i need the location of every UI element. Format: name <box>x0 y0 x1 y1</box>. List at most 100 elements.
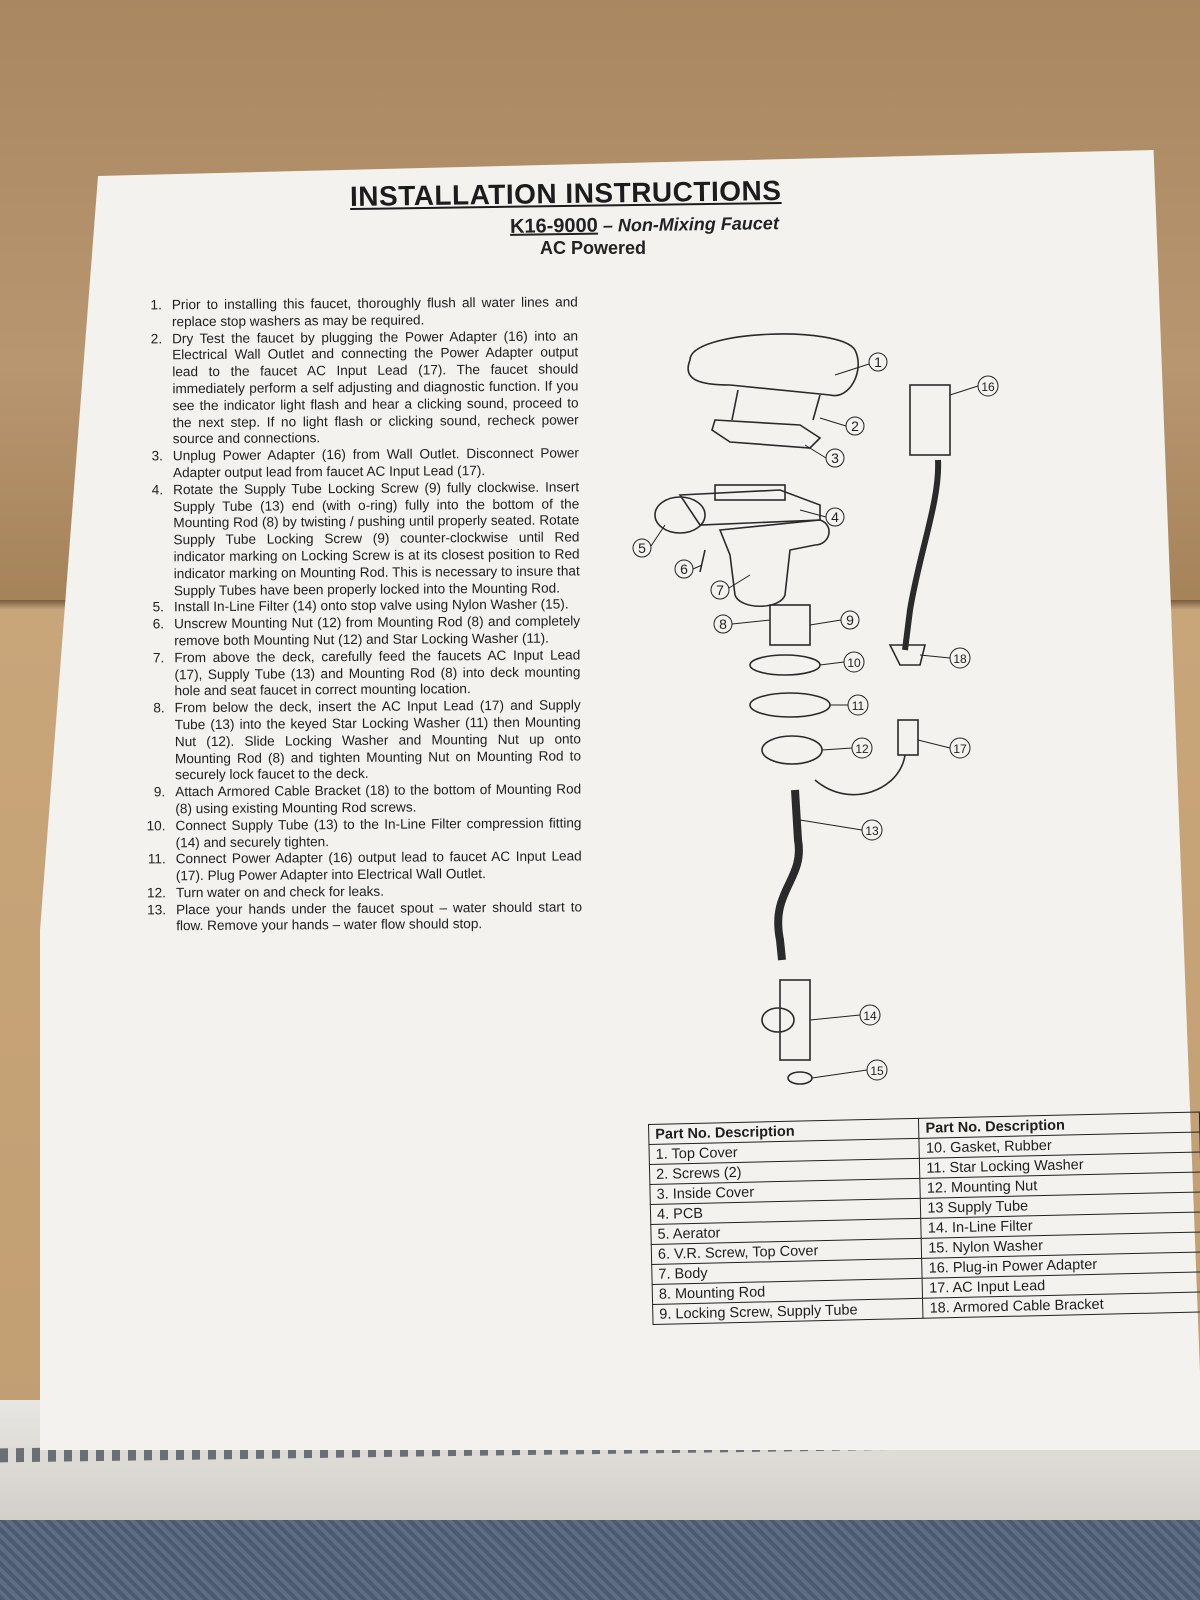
pcb-part <box>678 489 821 526</box>
model-number: K16-9000 <box>509 214 598 238</box>
step-text: Rotate the Supply Tube Locking Screw (9)… <box>173 479 580 598</box>
callout-14: 14 <box>859 1004 881 1026</box>
svg-text:18: 18 <box>953 652 967 666</box>
svg-text:16: 16 <box>981 380 995 394</box>
callout-2: 2 <box>845 416 865 436</box>
step-number: 4. <box>151 482 164 498</box>
callout-8: 8 <box>713 614 733 634</box>
step-number: 11. <box>147 851 166 867</box>
svg-text:3: 3 <box>831 450 839 466</box>
callout-5: 5 <box>632 538 652 558</box>
callout-13: 13 <box>861 819 883 841</box>
svg-text:5: 5 <box>638 540 646 556</box>
svg-text:10: 10 <box>847 656 861 670</box>
svg-text:6: 6 <box>680 561 688 577</box>
svg-text:8: 8 <box>719 616 727 632</box>
mounting-nut-part <box>761 735 823 765</box>
svg-text:2: 2 <box>851 418 859 434</box>
step-number: 13. <box>147 901 167 918</box>
screw-part <box>731 389 739 421</box>
parts-table: Part No. Description Part No. Descriptio… <box>648 1111 1200 1325</box>
instruction-sheet <box>40 150 1200 1450</box>
svg-text:4: 4 <box>831 509 839 525</box>
instruction-step: 3. Unplug Power Adapter (16) from Wall Ou… <box>119 446 579 483</box>
instruction-step: 1. Prior to installing this faucet, thoro… <box>118 294 578 331</box>
step-number: 5. <box>152 599 164 615</box>
step-number: 1. <box>150 297 162 313</box>
svg-text:9: 9 <box>846 612 854 628</box>
ac-lead-wire <box>814 754 906 796</box>
instruction-step: 9. Attach Armored Cable Bracket (18) to t… <box>121 781 581 818</box>
instruction-step: 10. Connect Supply Tube (13) to the In-Li… <box>121 815 582 852</box>
callout-11: 11 <box>847 694 869 716</box>
power-type: AC Powered <box>540 238 647 258</box>
step-text: From below the deck, insert the AC Input… <box>174 697 582 783</box>
svg-text:14: 14 <box>863 1009 877 1023</box>
callout-12: 12 <box>851 737 873 759</box>
model-description: – Non-Mixing Faucet <box>602 213 779 236</box>
exploded-faucet-diagram: 1 2 3 4 5 6 7 8 9 10 11 12 13 14 15 16 1… <box>632 333 999 1085</box>
vr-screw-part <box>699 549 706 573</box>
callout-16: 16 <box>977 375 999 397</box>
top-cover-part <box>687 333 859 397</box>
step-text: Attach Armored Cable Bracket (18) to the… <box>175 781 582 817</box>
instruction-step: 4. Rotate the Supply Tube Locking Screw (… <box>119 479 580 600</box>
inline-filter-side <box>761 1007 795 1033</box>
aerator-part <box>654 496 706 534</box>
step-text: Place your hands under the faucet spout … <box>175 899 583 934</box>
gasket-part <box>749 654 821 676</box>
step-text: Prior to installing this faucet, thoroug… <box>171 294 578 330</box>
supply-tube-part <box>774 789 803 961</box>
step-number: 12. <box>146 885 166 901</box>
fabric-surface <box>0 1520 1200 1600</box>
callout-15: 15 <box>866 1059 888 1081</box>
instruction-step: 6. Unscrew Mounting Nut (12) from Mountin… <box>120 614 580 651</box>
callout-1: 1 <box>868 352 888 372</box>
step-text: Connect Power Adapter (16) output lead t… <box>175 848 582 884</box>
step-number: 10. <box>146 817 166 834</box>
svg-text:13: 13 <box>865 824 879 838</box>
svg-text:12: 12 <box>855 742 869 756</box>
instruction-step: 2. Dry Test the faucet by plugging the Po… <box>118 328 579 449</box>
ac-input-lead-part <box>897 719 919 756</box>
step-text: Unplug Power Adapter (16) from Wall Outl… <box>172 445 579 481</box>
svg-text:15: 15 <box>870 1064 884 1078</box>
step-text: Connect Supply Tube (13) to the In-Line … <box>175 815 582 850</box>
instruction-step: 8. From below the deck, insert the AC Inp… <box>121 698 582 785</box>
callout-17: 17 <box>949 737 971 759</box>
step-number: 7. <box>152 650 165 666</box>
screw-part <box>812 394 821 421</box>
step-number: 8. <box>153 700 165 716</box>
step-text: Unscrew Mounting Nut (12) from Mounting … <box>174 613 581 649</box>
svg-text:11: 11 <box>852 699 865 713</box>
step-text: Dry Test the faucet by plugging the Powe… <box>172 327 579 447</box>
document-title: INSTALLATION INSTRUCTIONS <box>349 174 782 213</box>
step-text: From above the deck, carefully feed the … <box>174 647 581 699</box>
inline-filter-part <box>779 979 811 1061</box>
power-adapter-part <box>909 384 951 456</box>
callout-3: 3 <box>825 448 845 468</box>
callout-10: 10 <box>843 651 865 673</box>
step-number: 3. <box>151 448 163 464</box>
callout-9: 9 <box>840 610 860 630</box>
armored-cable-part <box>902 459 942 651</box>
cable-bracket-part <box>888 644 927 666</box>
step-number: 6. <box>152 616 165 632</box>
svg-text:7: 7 <box>716 582 724 598</box>
star-washer-part <box>749 692 831 718</box>
model-line: K16-9000 – Non-Mixing Faucet <box>510 212 779 239</box>
pcb-components <box>714 484 786 501</box>
instruction-step: 11. Connect Power Adapter (16) output lea… <box>122 849 582 886</box>
mounting-rod-part <box>769 604 811 646</box>
callout-7: 7 <box>710 580 730 600</box>
step-number: 9. <box>153 784 166 800</box>
callout-18: 18 <box>949 647 971 669</box>
callout-6: 6 <box>674 559 694 579</box>
callout-4: 4 <box>825 507 845 527</box>
instruction-step: 7. From above the deck, carefully feed th… <box>120 647 581 701</box>
step-number: 2. <box>150 330 163 346</box>
svg-text:1: 1 <box>874 354 882 370</box>
body-part <box>718 519 830 607</box>
